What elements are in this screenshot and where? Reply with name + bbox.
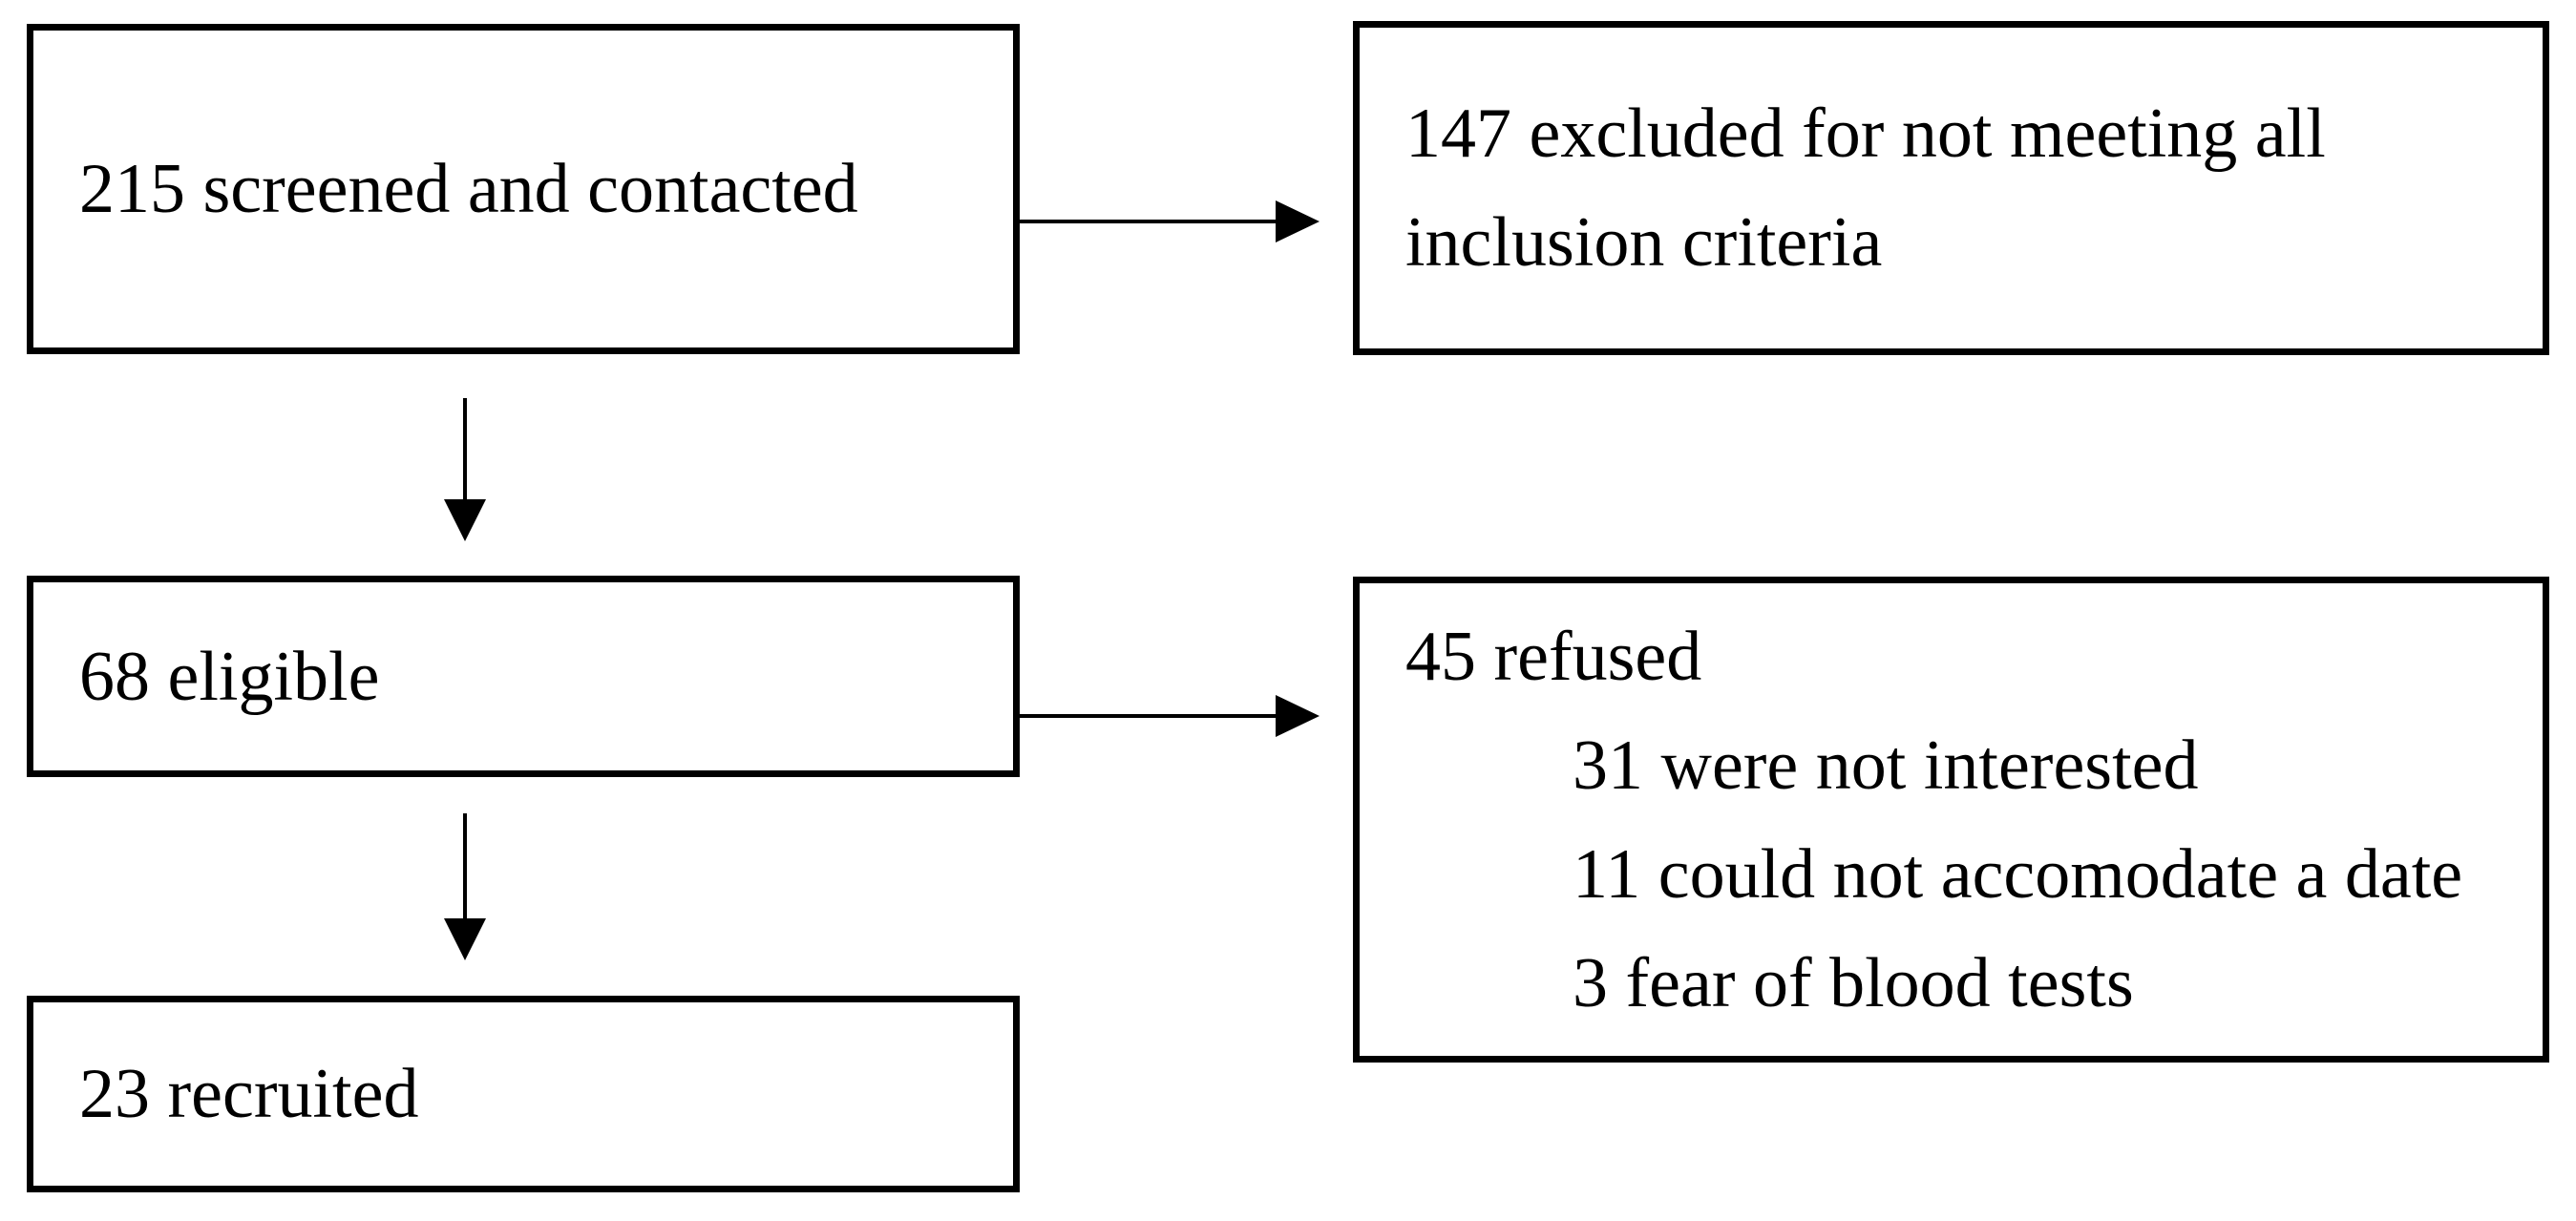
arrow-screened-to-excluded — [1020, 200, 1320, 242]
arrow-eligible-to-recruited — [444, 813, 486, 962]
box-label-excluded-line2: inclusion criteria — [1405, 203, 1883, 282]
arrow-eligible-to-refused — [1020, 695, 1320, 737]
refused-reason-2: 11 could not accomodate a date — [1573, 834, 2463, 914]
arrowhead-right-icon — [1276, 200, 1320, 242]
box-label-screened: 215 screened and contacted — [79, 150, 858, 228]
arrowhead-down-icon — [444, 499, 486, 541]
box-label-eligible: 68 eligible — [79, 637, 380, 716]
flow-box-screened: 215 screened and contacted — [27, 24, 1020, 354]
flow-box-excluded: 147 excluded for not meeting all inclusi… — [1353, 21, 2549, 355]
arrowhead-right-icon — [1276, 695, 1320, 737]
box-label-refused-title: 45 refused — [1405, 617, 1702, 696]
box-label-recruited: 23 recruited — [79, 1055, 419, 1133]
flow-box-eligible: 68 eligible — [27, 576, 1020, 777]
flow-box-recruited: 23 recruited — [27, 996, 1020, 1192]
arrow-shaft — [1020, 220, 1277, 223]
arrow-screened-to-eligible — [444, 398, 486, 541]
arrowhead-down-icon — [444, 918, 486, 960]
arrow-shaft — [463, 398, 467, 503]
box-label-excluded-line1: 147 excluded for not meeting all — [1405, 95, 2326, 173]
flow-box-refused: 45 refused 31 were not interested 11 cou… — [1353, 577, 2549, 1063]
refused-reason-3: 3 fear of blood tests — [1573, 943, 2134, 1022]
arrow-shaft — [1020, 714, 1277, 718]
refused-reason-1: 31 were not interested — [1573, 726, 2199, 805]
arrow-shaft — [463, 813, 467, 920]
